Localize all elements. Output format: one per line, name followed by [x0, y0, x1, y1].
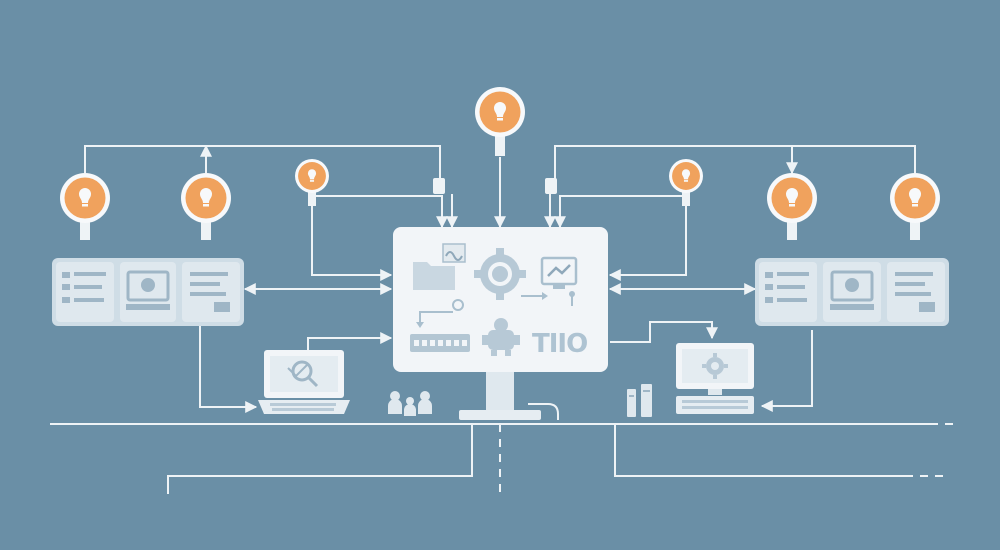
lightbulb-icon	[475, 87, 525, 156]
lightbulb-icon	[181, 173, 231, 240]
monitor-icon	[676, 343, 754, 414]
chart-icon	[540, 256, 578, 289]
lightbulb-icon	[767, 173, 817, 240]
lightbulb-icon	[669, 159, 703, 206]
lightbulb-icon	[295, 159, 329, 206]
central-monitor: TIIO	[393, 227, 608, 420]
connector-lines	[50, 144, 958, 494]
gear-icon	[474, 248, 526, 300]
lightbulb-pins	[60, 87, 940, 240]
lightbulb-icon	[60, 173, 110, 240]
laptop-icon	[258, 350, 350, 414]
folder-icon	[413, 243, 466, 290]
people-icon	[388, 391, 432, 416]
central-label: TIIO	[532, 329, 587, 359]
right-dashboard-panel	[755, 258, 949, 326]
connector-nodes	[433, 178, 557, 194]
lightbulb-icon	[890, 173, 940, 240]
robot-icon	[482, 318, 520, 356]
left-dashboard-panel	[52, 258, 244, 326]
server-icon	[627, 384, 652, 417]
